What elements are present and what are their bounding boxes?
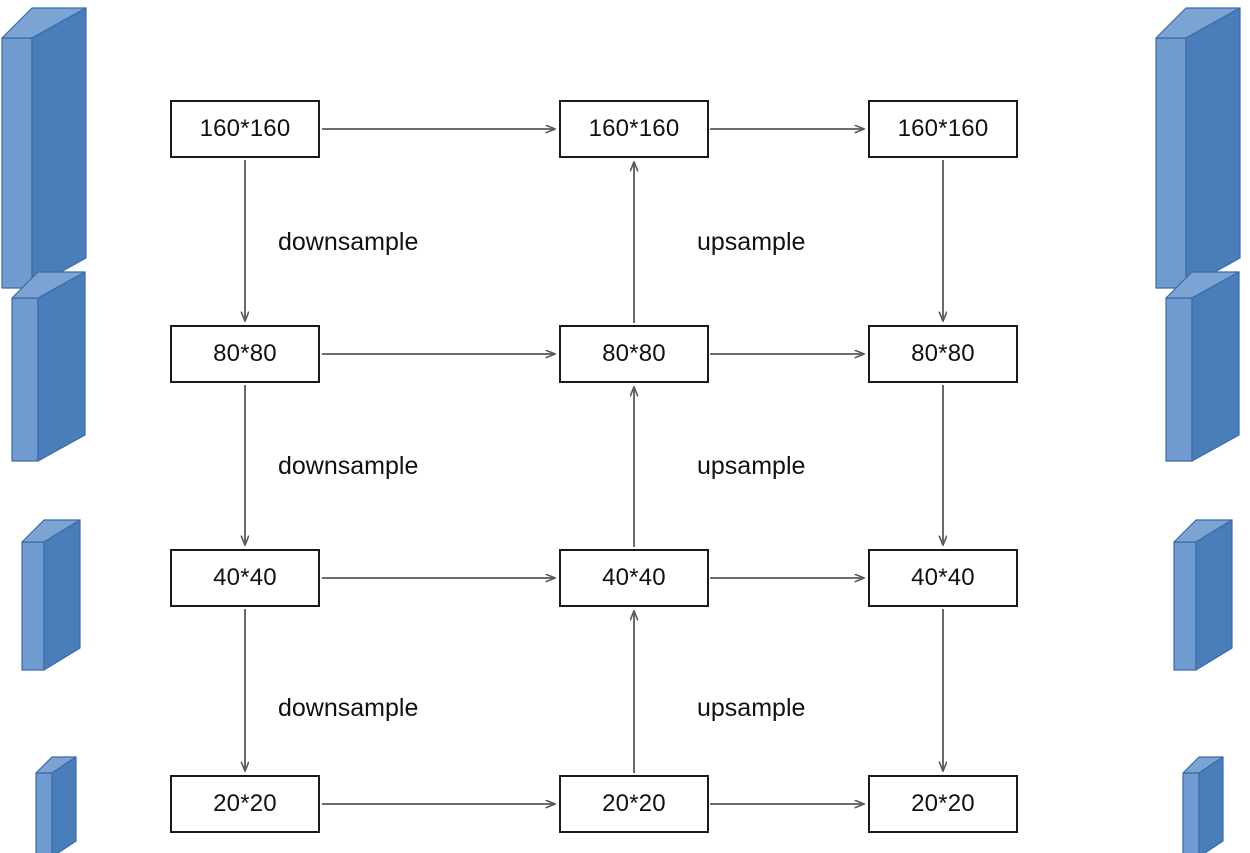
- node-label: 40*40: [602, 564, 666, 591]
- node-box-n-c1-r4: 20*20: [170, 775, 320, 833]
- node-label: 80*80: [911, 340, 975, 367]
- node-label: 80*80: [602, 340, 666, 367]
- node-box-n-c1-r3: 40*40: [170, 549, 320, 607]
- node-label: 20*20: [213, 790, 277, 817]
- edge-label-lbl-down-1: downsample: [278, 228, 419, 256]
- node-label: 80*80: [213, 340, 277, 367]
- feature-slab-slab-left-4: [35, 756, 77, 853]
- node-box-n-c3-r2: 80*80: [868, 325, 1018, 383]
- edge-label-lbl-down-2: downsample: [278, 452, 419, 480]
- node-label: 160*160: [897, 115, 989, 142]
- node-box-n-c2-r4: 20*20: [559, 775, 709, 833]
- edge-label-lbl-down-3: downsample: [278, 694, 419, 722]
- slab-front-face: [43, 519, 81, 671]
- edge-label-lbl-up-1: upsample: [697, 228, 806, 256]
- slab-side-face: [1165, 297, 1193, 462]
- slab-side-face: [35, 772, 53, 853]
- node-box-n-c3-r4: 20*20: [868, 775, 1018, 833]
- slab-front-face: [51, 756, 77, 853]
- slab-side-face: [1182, 772, 1200, 853]
- slab-front-face: [1198, 756, 1224, 853]
- feature-slab-slab-right-4: [1182, 756, 1224, 853]
- feature-slab-slab-right-3: [1173, 519, 1233, 671]
- node-box-n-c3-r1: 160*160: [868, 100, 1018, 158]
- slab-front-face: [1195, 519, 1233, 671]
- slab-front-face: [37, 271, 86, 462]
- node-label: 20*20: [911, 790, 975, 817]
- node-box-n-c2-r2: 80*80: [559, 325, 709, 383]
- slab-side-face: [11, 297, 39, 462]
- node-box-n-c3-r3: 40*40: [868, 549, 1018, 607]
- node-label: 160*160: [199, 115, 291, 142]
- edge-label-lbl-up-2: upsample: [697, 452, 806, 480]
- slab-front-face: [1185, 7, 1241, 289]
- slab-side-face: [1, 37, 33, 289]
- feature-slab-slab-right-2: [1165, 271, 1240, 462]
- feature-slab-slab-left-1: [1, 7, 87, 289]
- node-label: 40*40: [911, 564, 975, 591]
- edge-label-lbl-up-3: upsample: [697, 694, 806, 722]
- node-box-n-c2-r1: 160*160: [559, 100, 709, 158]
- slab-side-face: [1173, 541, 1197, 671]
- slab-side-face: [21, 541, 45, 671]
- node-label: 160*160: [588, 115, 680, 142]
- slab-side-face: [1155, 37, 1187, 289]
- feature-slab-slab-left-3: [21, 519, 81, 671]
- node-box-n-c2-r3: 40*40: [559, 549, 709, 607]
- node-label: 40*40: [213, 564, 277, 591]
- feature-slab-slab-right-1: [1155, 7, 1241, 289]
- slab-front-face: [31, 7, 87, 289]
- feature-slab-slab-left-2: [11, 271, 86, 462]
- node-box-n-c1-r2: 80*80: [170, 325, 320, 383]
- slab-front-face: [1191, 271, 1240, 462]
- node-label: 20*20: [602, 790, 666, 817]
- node-box-n-c1-r1: 160*160: [170, 100, 320, 158]
